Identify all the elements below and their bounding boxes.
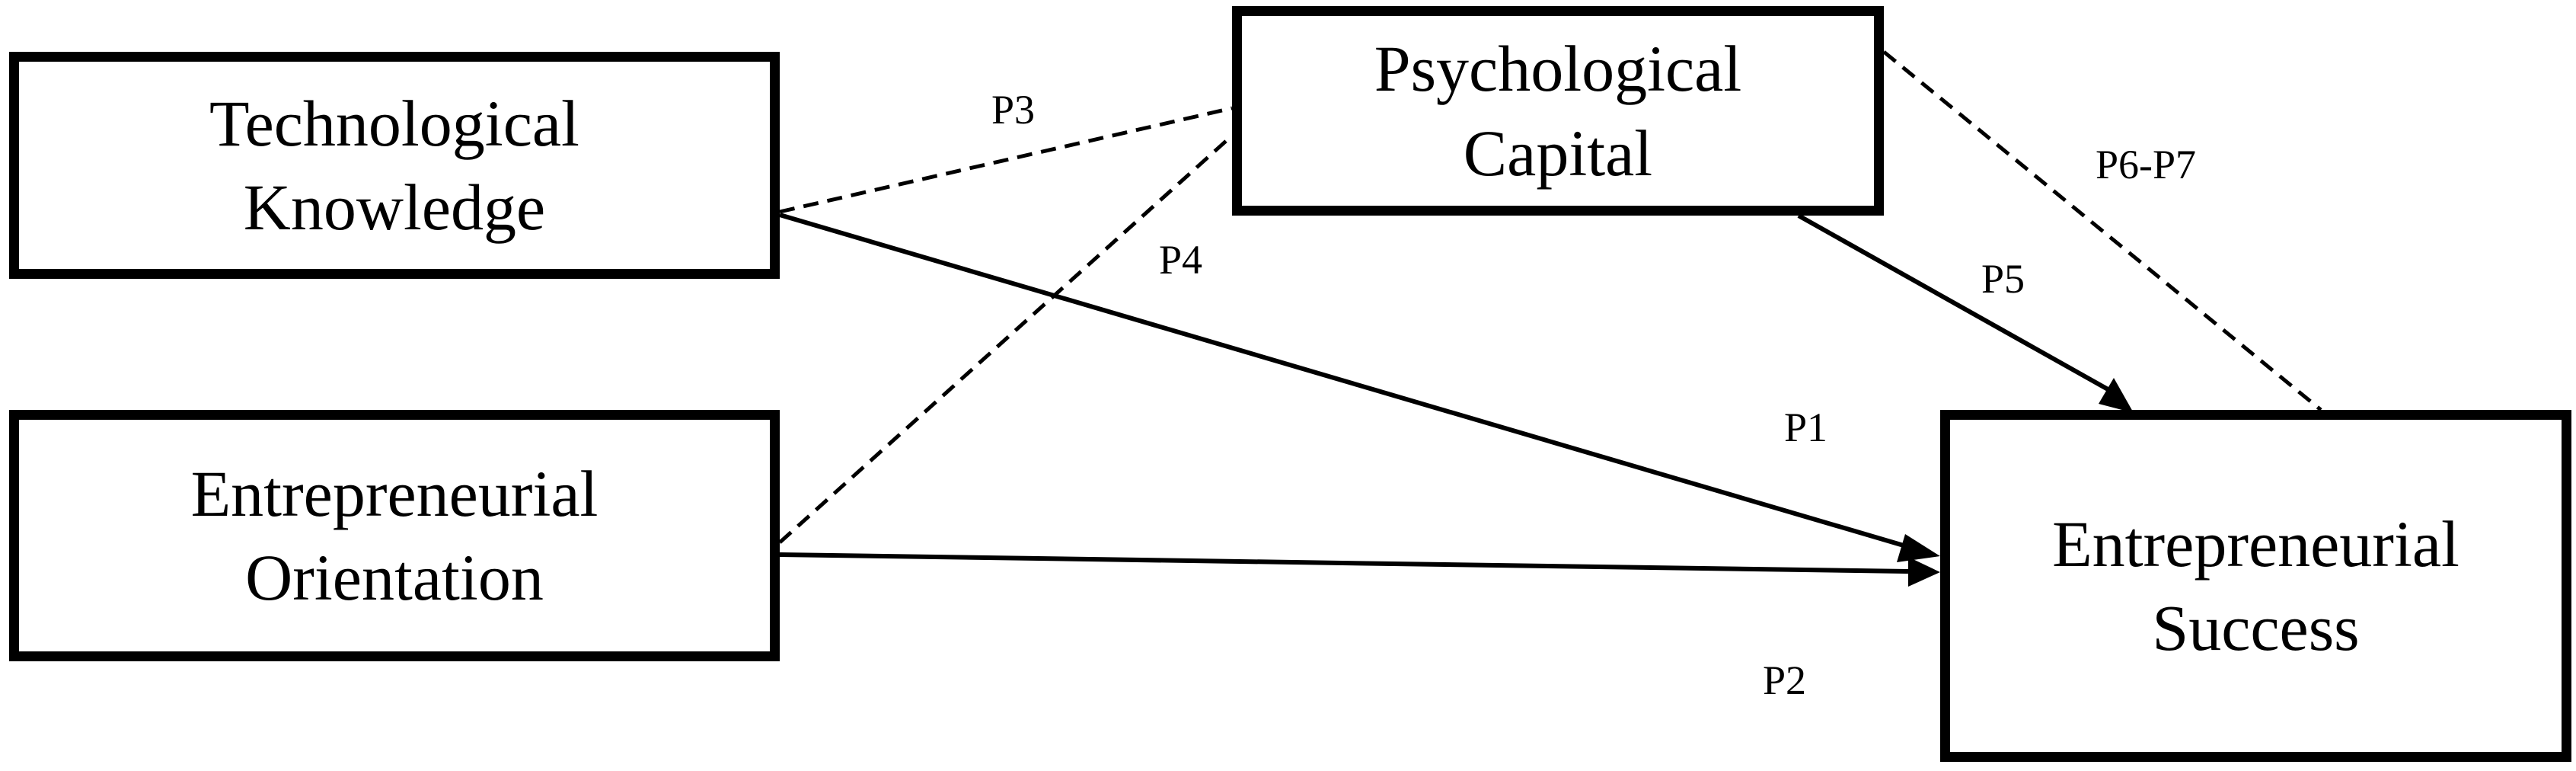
entrepreneurial-orientation-line1: Entrepreneurial [190, 456, 599, 530]
path-p3-dashed-line [779, 106, 1233, 214]
path-label-p2: P2 [1763, 657, 1807, 703]
technological-knowledge-line2: Knowledge [243, 171, 546, 244]
path-p5-line [1797, 213, 2111, 392]
path-label-p3: P3 [991, 87, 1036, 133]
path-p5-arrowhead [2099, 378, 2134, 413]
technological-knowledge-box: Technological Knowledge [9, 52, 780, 279]
path-p4-dashed-line [778, 134, 1234, 544]
technological-knowledge-line1: Technological [209, 86, 579, 160]
entrepreneurial-orientation-line2: Orientation [245, 541, 544, 614]
path-p1-arrowhead [1897, 534, 1940, 562]
path-label-p1: P1 [1784, 405, 1828, 450]
path-p6-p7-dashed-line [1882, 50, 2322, 411]
path-p2-arrowhead [1908, 557, 1940, 587]
entrepreneurial-success-line1: Entrepreneurial [2052, 507, 2459, 581]
path-label-p5: P5 [1981, 256, 2025, 302]
entrepreneurial-success-box: Entrepreneurial Success [1940, 410, 2571, 762]
path-label-p6-p7: P6-P7 [2096, 142, 2197, 187]
entrepreneurial-orientation-box: Entrepreneurial Orientation [9, 410, 780, 661]
path-p1-line [779, 213, 1904, 548]
path-p2-line [779, 552, 1909, 574]
psychological-capital-line2: Capital [1463, 116, 1653, 190]
psychological-capital-line1: Psychological [1374, 32, 1742, 106]
entrepreneurial-success-line2: Success [2152, 591, 2360, 664]
psychological-capital-box: Psychological Capital [1232, 6, 1884, 216]
path-label-p4: P4 [1159, 237, 1203, 283]
